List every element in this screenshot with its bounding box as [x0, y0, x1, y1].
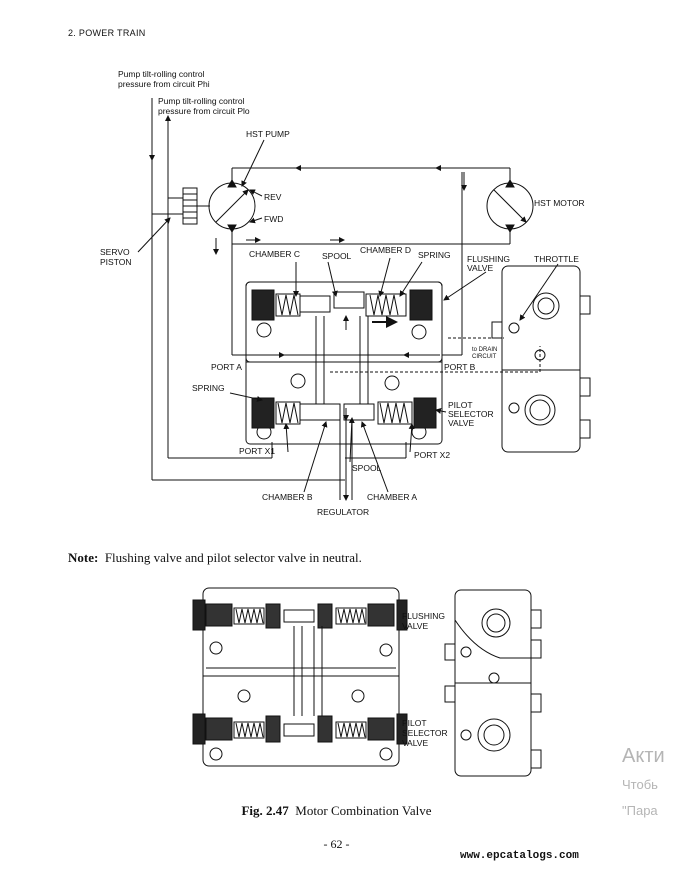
label-throttle: THROTTLE [534, 254, 579, 264]
label2-pilot: PILOT [402, 718, 427, 728]
label2-selector: SELECTOR [402, 728, 448, 738]
label-pilot: PILOT [448, 400, 473, 410]
activation-overlay-line1: Акти [622, 745, 665, 767]
label-to-drain: to DRAIN [472, 347, 497, 353]
label-spool-bottom: SPOOL [352, 463, 382, 473]
label-fwd: FWD [264, 214, 283, 224]
label-chamber-a: CHAMBER A [367, 492, 417, 502]
label-port-a: PORT A [211, 362, 242, 372]
label-selector: SELECTOR [448, 409, 494, 419]
label-port-x2: PORT X2 [414, 450, 450, 460]
label2-valve: VALVE [402, 738, 428, 748]
note-text: Flushing valve and pilot selector valve … [104, 550, 362, 565]
label-plo-1: Pump tilt-rolling control [158, 96, 245, 106]
valve-cutaway-drawing [192, 587, 542, 777]
label-drain-circuit: CIRCUIT [472, 354, 497, 360]
label-port-x1: PORT X1 [239, 446, 275, 456]
activation-overlay-line3: "Пара [622, 803, 658, 818]
label-flushing-valve: VALVE [467, 263, 493, 273]
label-chamber-b: CHAMBER B [262, 492, 313, 502]
label-regulator: REGULATOR [317, 507, 369, 517]
page-number: - 62 - [323, 837, 350, 851]
label2-flushing: FLUSHING [402, 611, 445, 621]
label2-flushing-valve: VALVE [402, 621, 428, 631]
label-phi-1: Pump tilt-rolling control [118, 69, 205, 79]
label-hst-motor: HST MOTOR [534, 198, 585, 208]
activation-overlay-line2: Чтобь [622, 777, 658, 792]
figure-caption: Fig. 2.47 Motor Combination Valve [0, 803, 673, 819]
label-piston: PISTON [100, 257, 132, 267]
label-spool-top: SPOOL [322, 251, 352, 261]
label-phi-2: pressure from circuit Phi [118, 79, 210, 89]
caption-label: Fig. 2.47 [241, 803, 289, 818]
label-servo: SERVO [100, 247, 130, 257]
label-chamber-d: CHAMBER D [360, 245, 411, 255]
note-label: Note: [68, 550, 99, 565]
label-port-b: PORT B [444, 362, 476, 372]
hydraulic-circuit-diagram [137, 98, 591, 501]
label-valve: VALVE [448, 418, 474, 428]
label-hst-pump: HST PUMP [246, 129, 290, 139]
label-plo-2: pressure from circuit Plo [158, 106, 250, 116]
caption-text: Motor Combination Valve [295, 803, 432, 818]
label-spring-top: SPRING [418, 250, 451, 260]
section-header: 2. POWER TRAIN [68, 28, 146, 38]
label-rev: REV [264, 192, 282, 202]
label-spring-left: SPRING [192, 383, 225, 393]
label-flushing: FLUSHING [467, 254, 510, 264]
watermark: www.epcatalogs.com [460, 850, 579, 862]
note: Note: Flushing valve and pilot selector … [68, 550, 362, 566]
label-chamber-c: CHAMBER C [249, 249, 300, 259]
